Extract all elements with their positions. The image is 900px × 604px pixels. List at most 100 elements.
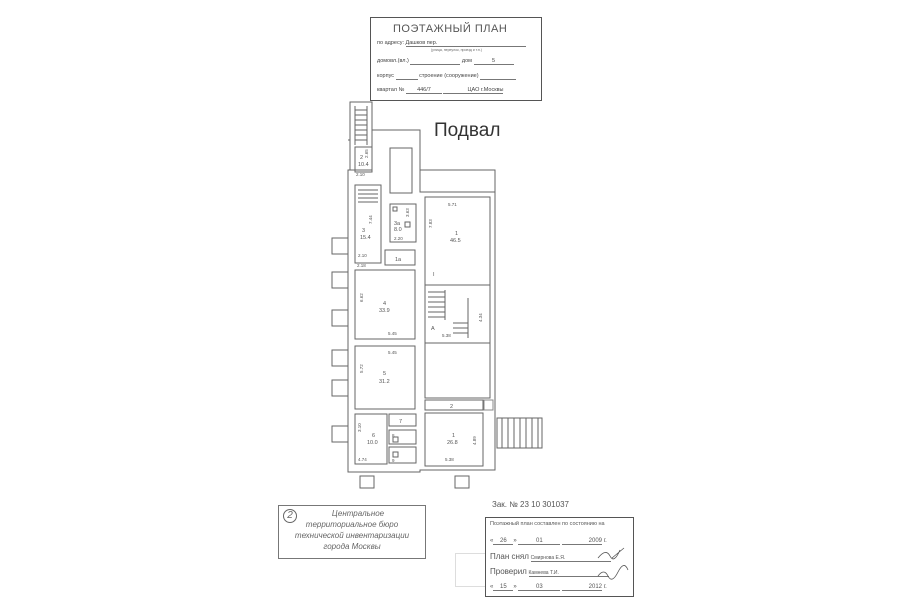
shaft	[389, 147, 413, 194]
bureau-line-2: территориальное бюро	[305, 520, 399, 529]
room-3-height: 7.44	[368, 215, 373, 224]
date-1-month: 01	[518, 538, 561, 545]
quarter-value: 446/7	[405, 87, 442, 94]
order-number: Зак. № 23 10 301037	[492, 500, 569, 509]
room-1-area: 46.5	[450, 238, 461, 244]
room-b1-area: 26.8	[447, 440, 458, 446]
room-b1-height: 4.89	[472, 436, 477, 445]
room-4-area: 33.9	[379, 308, 390, 314]
room-6	[354, 413, 388, 465]
annex	[419, 169, 496, 193]
room-4-width: 5.45	[388, 331, 397, 336]
signature-icon	[597, 547, 629, 580]
room-2-width: 2.10	[356, 172, 365, 177]
bureau-line-1: Центральное	[331, 509, 385, 518]
date-1-day: 26	[493, 538, 514, 545]
room-7-number: 7	[399, 419, 402, 425]
staircase-a-label: А	[431, 326, 435, 332]
stair-steps-icon	[354, 106, 368, 145]
room-b1	[424, 412, 484, 467]
room-1-width: 5.71	[448, 202, 457, 207]
bureau-line-3: технической инвентаризации	[294, 531, 410, 540]
house-value: 5	[473, 58, 514, 65]
stair-tower	[349, 101, 373, 171]
address-row: по адресу: Дашков пер.	[377, 40, 526, 47]
plan-title: ПОЭТАЖНЫЙ ПЛАН	[393, 23, 508, 35]
bottom-stamp: Поэтажный план составлен по состоянию на…	[485, 517, 634, 597]
district-value: ЦАО г.Москвы	[443, 87, 504, 94]
bureau-stamp: 2 Центральное территориальное бюро техни…	[278, 505, 426, 559]
room-5-area: 31.2	[379, 379, 390, 385]
room-2	[354, 146, 373, 173]
building-row: корпус строение (сооружение)	[377, 73, 517, 80]
room-3-width: 2.10	[358, 253, 367, 258]
date-2-month: 03	[518, 584, 561, 591]
date-2-year: 2012	[562, 584, 603, 591]
room-6-number: 6	[372, 433, 375, 439]
address-hint: (улица, переулок, проезд и т.п.)	[431, 48, 482, 52]
room-7	[388, 413, 417, 427]
room-3a-number: 3а	[394, 221, 401, 227]
room-9-number: 9	[392, 458, 395, 463]
date-2-row: «15» 03 2012 г.	[490, 584, 607, 591]
stamp-number-badge: 2	[283, 509, 297, 523]
room-II-number: 2	[450, 404, 453, 410]
room-b1-number: 1	[452, 433, 455, 439]
room-1-number: 1	[455, 231, 458, 237]
room-8-number: 8	[392, 433, 395, 438]
room-8	[388, 429, 417, 445]
staircase-width: 5.38	[442, 333, 451, 338]
room-6-area: 10.0	[367, 440, 378, 446]
room-II-2	[424, 399, 484, 411]
room-9	[388, 446, 417, 464]
room-4-number: 4	[383, 301, 386, 307]
entrance-stairs-icon	[483, 399, 543, 449]
window-wells	[331, 237, 470, 489]
room-5-height: 5.72	[359, 364, 364, 373]
floor-title: Подвал	[434, 120, 501, 141]
staircase-number: I	[433, 272, 435, 278]
drawn-label: План снял	[490, 552, 529, 561]
room-3	[354, 184, 382, 264]
room-3a-height: 3.63	[405, 208, 410, 217]
outer-wall	[347, 129, 496, 473]
room-5-width: 5.45	[388, 350, 397, 355]
address-value: Дашков пер.	[405, 40, 526, 47]
checked-row: Проверил Камнева Т.И.	[490, 567, 609, 577]
room-2-height: 2.65	[364, 149, 369, 158]
room-3-area: 15.4	[360, 235, 371, 241]
quarter-row: квартал № 446/7 ЦАО г.Москвы	[377, 87, 504, 94]
room-3a-area: 8.0	[394, 227, 402, 233]
room-1a-number: 1а	[395, 257, 402, 263]
quarter-label: квартал №	[377, 87, 405, 93]
drawn-row: План снял Смирнова Е.Я.	[490, 552, 611, 562]
stair-steps-icon	[428, 290, 469, 338]
checked-by: Камнева Т.И.	[528, 570, 609, 577]
room-b1-width: 5.38	[445, 457, 454, 462]
address-label: по адресу:	[377, 40, 404, 46]
room-4-height: 6.62	[359, 293, 364, 302]
year-suffix: г.	[603, 538, 607, 544]
room-4	[354, 269, 416, 340]
corridor-room	[424, 342, 491, 399]
room-6-width: 4.74	[358, 457, 367, 462]
date-1-row: «26» 01 2009 г.	[490, 538, 607, 545]
drawn-by: Смирнова Е.Я.	[530, 555, 611, 562]
room-1a	[384, 249, 416, 266]
stair-steps-icon	[358, 189, 378, 203]
room-5	[354, 345, 416, 410]
room-3a-width: 2.20	[394, 236, 403, 241]
estate-label: домовл.(вл.)	[377, 58, 409, 64]
room-2-number: 2	[360, 155, 363, 161]
room-5-number: 5	[383, 371, 386, 377]
header-stamp: ПОЭТАЖНЫЙ ПЛАН по адресу: Дашков пер. (у…	[370, 17, 542, 101]
building-label: корпус	[377, 73, 395, 79]
estate-row: домовл.(вл.) дом 5	[377, 58, 514, 65]
room-2-area: 10.4	[358, 162, 369, 168]
date-1-year: 2009	[562, 538, 603, 545]
house-label: дом	[461, 58, 472, 64]
staircase-height: 4.34	[478, 313, 483, 322]
year-suffix: г.	[603, 584, 607, 590]
bureau-line-4: города Москвы	[323, 542, 381, 551]
